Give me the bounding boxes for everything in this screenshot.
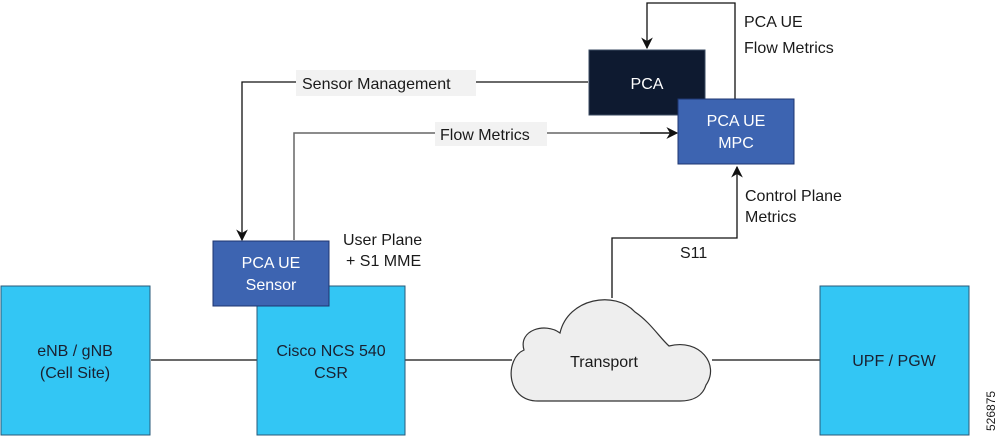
- ncs-label-line2: CSR: [314, 365, 348, 382]
- edge-s11-control-plane: [611, 165, 743, 298]
- pca-ue-flow-label-line2: Flow Metrics: [744, 40, 834, 57]
- pca-ue-flow-label-line1: PCA UE: [744, 14, 803, 31]
- mpc-label-line1: PCA UE: [707, 113, 766, 130]
- edge-pca-ue-flow-metrics: [641, 2, 736, 99]
- sensor-label-line1: PCA UE: [242, 255, 301, 272]
- mpc-label-line2: MPC: [718, 135, 754, 152]
- flow-metrics-label: Flow Metrics: [440, 127, 530, 144]
- s11-label: S11: [680, 245, 707, 262]
- figure-id: 526875: [984, 391, 998, 431]
- transport-label: Transport: [570, 354, 638, 371]
- sensor-label-line2: Sensor: [246, 277, 297, 294]
- ncs540-csr-node: [256, 285, 406, 436]
- user-plane-label-line1: User Plane: [343, 232, 422, 249]
- pca-label: PCA: [631, 76, 664, 93]
- enb-label-line2: (Cell Site): [40, 365, 110, 382]
- sensor-management-label: Sensor Management: [302, 76, 451, 93]
- control-plane-label-line1: Control Plane: [745, 188, 842, 205]
- ncs-label-line1: Cisco NCS 540: [276, 343, 385, 360]
- sensor-management-label-bg: [296, 70, 476, 96]
- edge-flow-metrics: [293, 132, 676, 240]
- upf-label: UPF / PGW: [852, 353, 936, 370]
- enb-label-line1: eNB / gNB: [37, 343, 113, 360]
- enb-gnb-node: [0, 285, 151, 436]
- control-plane-label-line2: Metrics: [745, 209, 797, 226]
- pca-ue-mpc-node: [677, 98, 795, 165]
- pca-ue-sensor-node: [212, 240, 330, 307]
- transport-cloud: [510, 299, 712, 402]
- user-plane-label-line2: + S1 MME: [346, 253, 421, 270]
- flow-metrics-label-bg: [435, 122, 547, 146]
- upf-pgw-node: [819, 285, 970, 436]
